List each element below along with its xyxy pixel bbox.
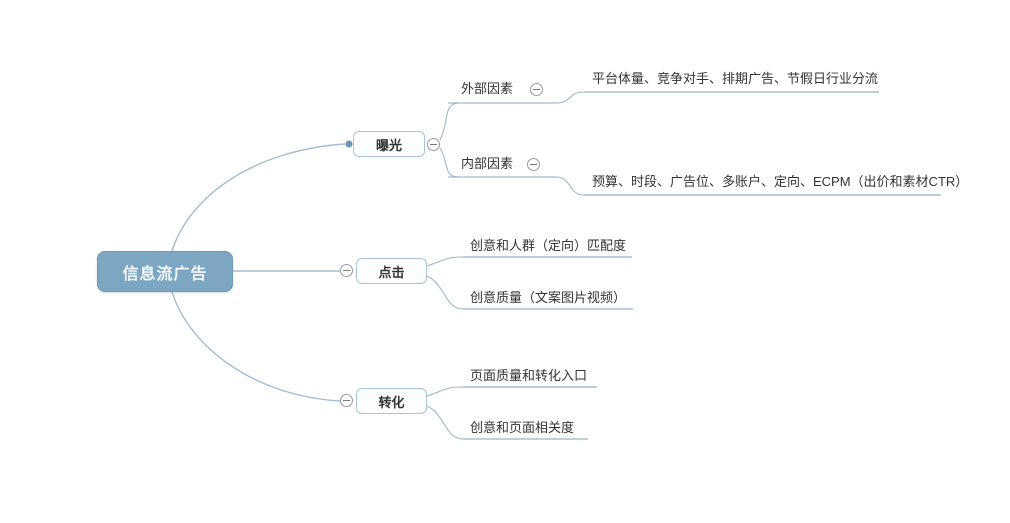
edge-click-leaf2: [426, 275, 464, 310]
leaf-conversion-page-quality[interactable]: 页面质量和转化入口: [470, 368, 588, 383]
subtopic-external-factors[interactable]: 外部因素: [461, 81, 514, 96]
edge-exposure-dot: [345, 140, 353, 148]
edge-root-conversion: [171, 291, 341, 402]
edge-exposure-external: [439, 91, 585, 141]
minus-icon: [533, 89, 540, 90]
edge-conversion-leaf1: [426, 386, 464, 397]
topic-exposure[interactable]: 曝光: [353, 131, 425, 157]
leaf-click-creative-quality[interactable]: 创意质量（文案图片视频）: [470, 290, 627, 305]
minus-icon: [343, 270, 350, 271]
topic-conversion[interactable]: 转化: [356, 388, 427, 414]
edge-conversion-leaf2: [426, 405, 464, 440]
edge-click-leaf1: [426, 256, 464, 267]
leaf-conversion-relevance[interactable]: 创意和页面相关度: [470, 420, 575, 435]
root-topic[interactable]: 信息流广告: [97, 251, 233, 292]
minus-icon: [430, 144, 437, 145]
subtopic-internal-factors[interactable]: 内部因素: [461, 156, 514, 171]
minus-icon: [343, 400, 350, 401]
leaf-internal-factors-detail[interactable]: 预算、时段、广告位、多账户、定向、ECPM（出价和素材CTR）: [592, 174, 969, 189]
topic-click[interactable]: 点击: [356, 258, 427, 284]
collapse-button-external[interactable]: [530, 83, 543, 96]
collapse-button-internal[interactable]: [527, 158, 540, 171]
collapse-button-conversion[interactable]: [340, 394, 353, 407]
minus-icon: [530, 164, 537, 165]
leaf-click-match-degree[interactable]: 创意和人群（定向）匹配度: [470, 238, 627, 253]
edge-root-exposure: [171, 143, 346, 252]
collapse-button-click[interactable]: [340, 264, 353, 277]
collapse-button-exposure[interactable]: [427, 138, 440, 151]
leaf-external-factors-detail[interactable]: 平台体量、竞争对手、排期广告、节假日行业分流: [592, 71, 879, 86]
